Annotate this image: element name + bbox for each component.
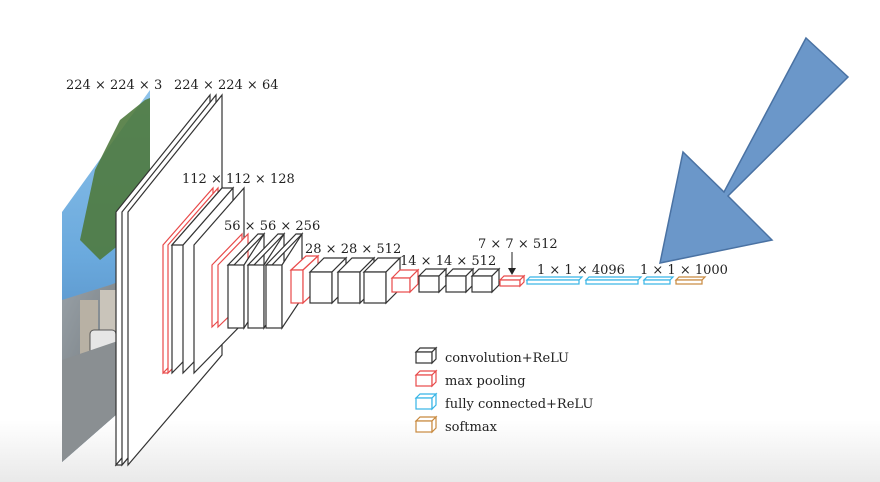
label-pool5-dim: 7 × 7 × 512 bbox=[478, 237, 558, 252]
legend-label-conv: convolution+ReLU bbox=[445, 351, 569, 366]
legend-item-softmax: softmax bbox=[414, 415, 498, 435]
fc-layers bbox=[525, 276, 675, 285]
conv3-block bbox=[226, 231, 304, 330]
pool5-block bbox=[498, 274, 526, 288]
legend-label-softmax: softmax bbox=[445, 420, 498, 435]
conv4-block bbox=[308, 256, 402, 305]
legend: convolution+ReLU max pooling fully conne… bbox=[414, 346, 593, 435]
conv1-block bbox=[114, 93, 223, 467]
conv5-block bbox=[417, 267, 501, 294]
label-fc-dim: 1 × 1 × 4096 bbox=[537, 263, 625, 278]
legend-item-conv: convolution+ReLU bbox=[414, 346, 569, 366]
label-softmax-dim: 1 × 1 × 1000 bbox=[640, 263, 728, 278]
arrow-down-left-icon bbox=[659, 36, 850, 264]
label-conv3-dim: 56 × 56 × 256 bbox=[224, 219, 320, 234]
label-conv4-dim: 28 × 28 × 512 bbox=[305, 242, 401, 257]
legend-item-pool: max pooling bbox=[414, 369, 526, 389]
pool4-block bbox=[390, 268, 420, 294]
softmax-layer bbox=[674, 276, 707, 285]
legend-label-fc: fully connected+ReLU bbox=[445, 397, 593, 412]
label-conv2-dim: 112 × 112 × 128 bbox=[182, 172, 295, 187]
label-conv5-dim: 14 × 14 × 512 bbox=[400, 254, 496, 269]
pool5-pointer-arrow bbox=[508, 252, 516, 275]
legend-label-pool: max pooling bbox=[445, 374, 526, 389]
label-conv1-dim: 224 × 224 × 64 bbox=[174, 78, 278, 93]
label-input-dim: 224 × 224 × 3 bbox=[66, 78, 162, 93]
legend-item-fc: fully connected+ReLU bbox=[414, 392, 593, 412]
